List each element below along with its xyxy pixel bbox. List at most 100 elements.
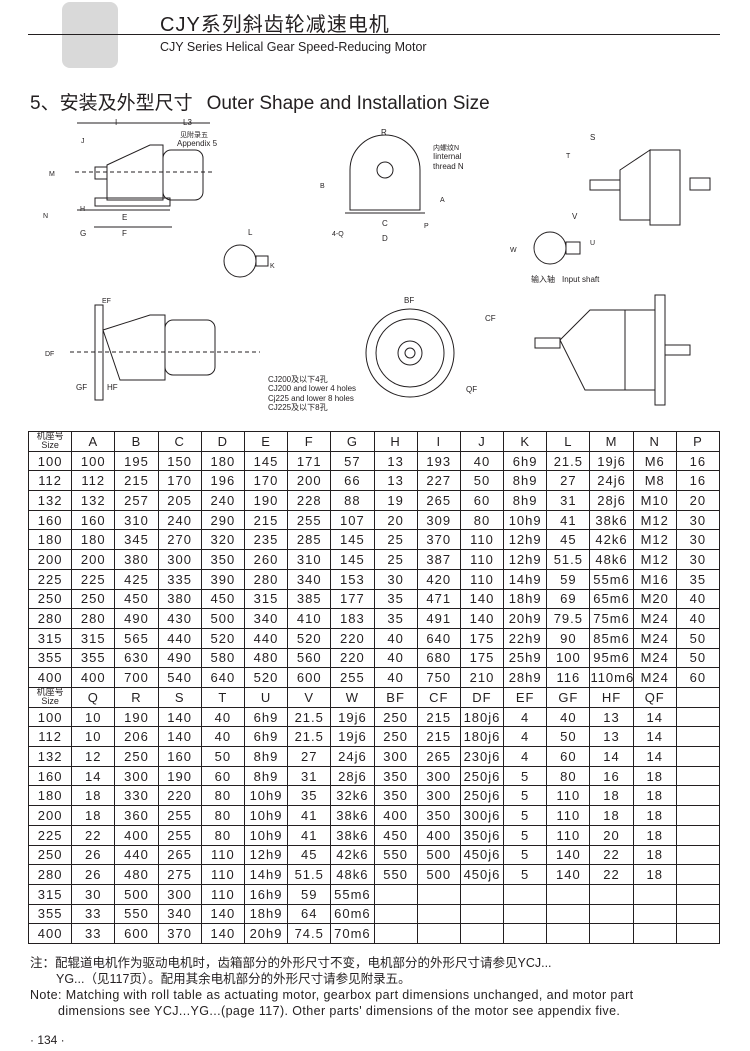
label-appendix-cn: 见附录五 bbox=[180, 130, 208, 139]
table-cell: 520 bbox=[200, 627, 245, 649]
table-cell bbox=[416, 883, 461, 905]
table-cell bbox=[675, 765, 721, 787]
table-cell: 227 bbox=[416, 470, 461, 492]
table-cell: M12 bbox=[632, 549, 677, 570]
table-cell: 380 bbox=[157, 588, 202, 610]
table-cell: 80 bbox=[459, 509, 505, 531]
table-cell: 190 bbox=[157, 765, 202, 787]
label-I: I bbox=[115, 118, 117, 127]
table-cell: 8h9 bbox=[503, 470, 548, 492]
column-header: M bbox=[589, 431, 634, 452]
table-cell: 69 bbox=[546, 588, 591, 610]
table-cell: 300 bbox=[373, 746, 418, 767]
table-cell: 145 bbox=[330, 529, 375, 551]
table-cell: 440 bbox=[114, 844, 159, 866]
table-cell: 430 bbox=[157, 608, 202, 629]
table-cell: 26 bbox=[71, 864, 116, 885]
table-cell: 350 bbox=[373, 765, 418, 787]
table-cell: 160 bbox=[71, 509, 116, 531]
label-N: N bbox=[43, 213, 48, 220]
table-cell: 160 bbox=[27, 765, 73, 787]
table-cell: 450j6 bbox=[459, 844, 505, 866]
table-cell: 5 bbox=[503, 844, 548, 866]
label-A: A bbox=[440, 197, 445, 204]
table-cell: M20 bbox=[632, 588, 677, 610]
table-cell: 110 bbox=[200, 844, 245, 866]
table-cell: 335 bbox=[157, 568, 202, 590]
table-cell: 560 bbox=[287, 647, 332, 669]
table-cell: 180j6 bbox=[459, 706, 505, 728]
table-cell: 14 bbox=[589, 746, 634, 767]
table-cell: 10 bbox=[71, 726, 116, 748]
dimension-drawings: I L3 见附录五 Appendix 5 J M N H E G F L K R… bbox=[43, 118, 711, 412]
table-cell: 4 bbox=[503, 746, 548, 767]
table-cell bbox=[675, 824, 721, 846]
table-cell: 250 bbox=[373, 726, 418, 748]
flange-side-drawing bbox=[70, 304, 260, 401]
table-cell: 225 bbox=[27, 824, 73, 846]
table-cell bbox=[459, 903, 505, 925]
column-header: G bbox=[330, 431, 375, 452]
label-P: P bbox=[424, 223, 429, 230]
table-cell: M24 bbox=[632, 627, 677, 649]
label-R: R bbox=[381, 128, 387, 137]
table-cell bbox=[416, 903, 461, 925]
label-L: L bbox=[248, 228, 253, 237]
table-cell: 175 bbox=[459, 627, 505, 649]
table-cell: 18 bbox=[632, 824, 677, 846]
table-cell: 450j6 bbox=[459, 864, 505, 885]
table-cell: 250 bbox=[373, 706, 418, 728]
side-view-drawing bbox=[75, 122, 215, 228]
table-cell: 490 bbox=[114, 608, 159, 629]
table-cell: 18 bbox=[71, 805, 116, 826]
table-cell: 355 bbox=[71, 647, 116, 669]
table-cell: 35 bbox=[373, 608, 418, 629]
table-cell: 13 bbox=[373, 450, 418, 472]
table-cell: 24j6 bbox=[589, 470, 634, 492]
table-cell: 280 bbox=[27, 608, 73, 629]
column-header: S bbox=[157, 687, 202, 708]
table-cell: 18 bbox=[632, 805, 677, 826]
table-cell: 300j6 bbox=[459, 805, 505, 826]
table-cell: 21.5 bbox=[546, 450, 591, 472]
table-cell: 50 bbox=[675, 647, 721, 669]
size-label-en: Size bbox=[41, 696, 59, 707]
column-header: L bbox=[546, 431, 591, 452]
table-cell: 140 bbox=[459, 608, 505, 629]
table-cell: 132 bbox=[27, 490, 73, 511]
table-cell bbox=[373, 903, 418, 925]
label-thread-en2: thread N bbox=[433, 162, 464, 171]
table-cell: 440 bbox=[157, 627, 202, 649]
table-cell: 14h9 bbox=[243, 864, 289, 885]
table-cell: 13 bbox=[589, 726, 634, 748]
table-cell bbox=[632, 903, 677, 925]
label-BF: BF bbox=[404, 296, 414, 305]
table-cell: 19j6 bbox=[589, 450, 634, 472]
table-cell bbox=[675, 746, 721, 767]
label-E: E bbox=[122, 213, 127, 222]
table-cell: 315 bbox=[243, 588, 289, 610]
note-cn-1: 注：配辊道电机作为驱动电机时，齿箱部分的外形尺寸不变，电机部分的外形尺寸请参见Y… bbox=[30, 956, 552, 970]
table-cell: 275 bbox=[157, 864, 202, 885]
table-cell: 40 bbox=[373, 647, 418, 669]
table-cell: 42k6 bbox=[330, 844, 375, 866]
column-header: T bbox=[200, 687, 245, 708]
table-cell: 85m6 bbox=[589, 627, 634, 649]
label-input-cn: 输入轴 bbox=[531, 274, 555, 284]
table-cell: 285 bbox=[287, 529, 332, 551]
table-cell: M10 bbox=[632, 490, 677, 511]
table-cell: 20h9 bbox=[503, 608, 548, 629]
table-cell: 225 bbox=[71, 568, 116, 590]
table-cell: 38k6 bbox=[589, 509, 634, 531]
table-cell: 340 bbox=[157, 903, 202, 925]
label-thread-cn: 内螺纹N bbox=[433, 143, 459, 152]
table-cell: 10h9 bbox=[243, 785, 289, 807]
table-cell: 12h9 bbox=[243, 844, 289, 866]
